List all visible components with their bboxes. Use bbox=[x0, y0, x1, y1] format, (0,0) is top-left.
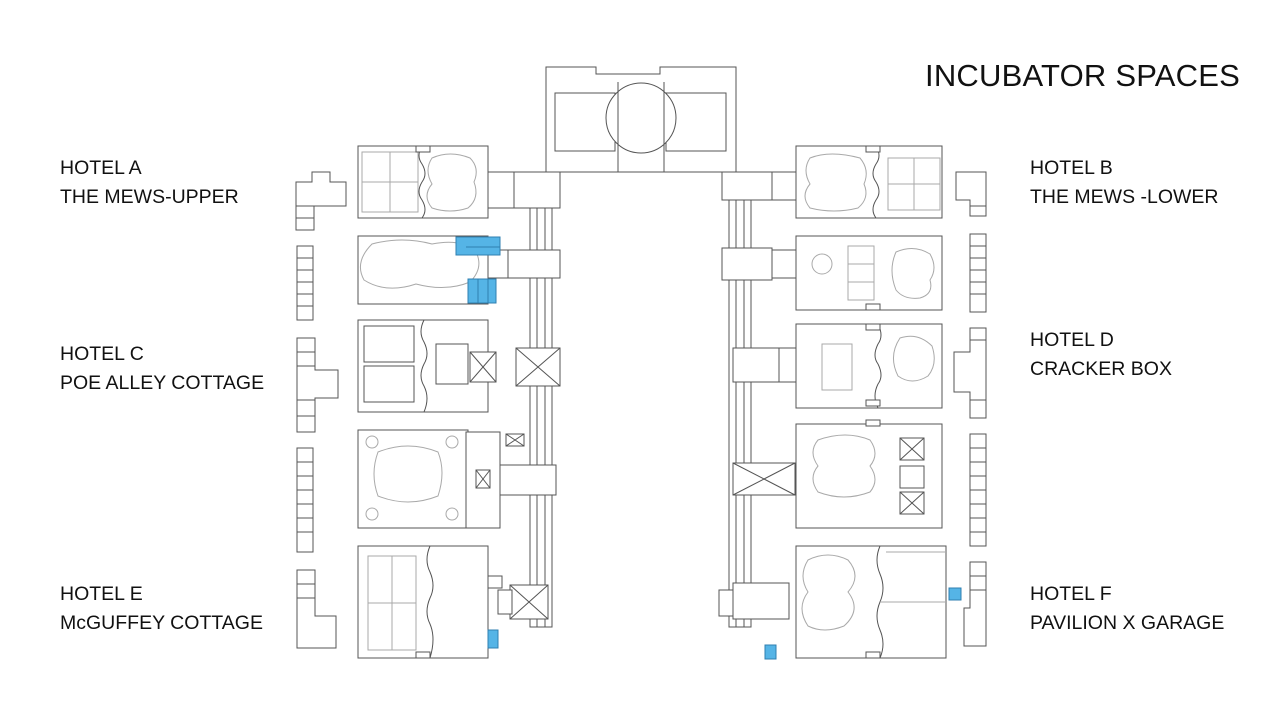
east-dorm-row-2 bbox=[969, 433, 987, 547]
hotel-f-subtitle: PAVILION X GARAGE bbox=[1030, 612, 1225, 634]
pavilion-garden-4-west bbox=[357, 429, 525, 529]
hotel-e-building bbox=[296, 569, 337, 649]
incubator-space-hotel-f-garage bbox=[948, 587, 962, 601]
hotel-c-name: HOTEL C bbox=[60, 343, 144, 365]
hotel-d-label: HOTEL D CRACKER BOX bbox=[1030, 326, 1172, 384]
hotel-a-name: HOTEL A bbox=[60, 157, 142, 179]
hotel-e-label: HOTEL E McGUFFEY COTTAGE bbox=[60, 580, 263, 638]
hotel-e-subtitle: McGUFFEY COTTAGE bbox=[60, 612, 263, 634]
hotel-a-building bbox=[295, 171, 347, 231]
hotel-a-subtitle: THE MEWS-UPPER bbox=[60, 186, 239, 208]
hotel-c-garden bbox=[357, 319, 497, 413]
pavilion-garden-4-east bbox=[795, 419, 943, 529]
hotel-b-label: HOTEL B THE MEWS -LOWER bbox=[1030, 154, 1219, 212]
hotel-b-name: HOTEL B bbox=[1030, 157, 1113, 179]
hotel-b-garden bbox=[771, 145, 943, 219]
hotel-f-name: HOTEL F bbox=[1030, 583, 1112, 605]
west-colonnade bbox=[499, 171, 561, 628]
hotel-a-label: HOTEL A THE MEWS-UPPER bbox=[60, 154, 239, 212]
east-colonnade bbox=[718, 171, 796, 628]
east-dorm-row-1 bbox=[969, 233, 987, 313]
hotel-b-subtitle: THE MEWS -LOWER bbox=[1030, 186, 1219, 208]
hotel-a-garden bbox=[357, 145, 515, 219]
hotel-c-subtitle: POE ALLEY COTTAGE bbox=[60, 372, 265, 394]
hotel-d-subtitle: CRACKER BOX bbox=[1030, 358, 1172, 380]
hotel-d-garden bbox=[778, 323, 943, 409]
incubator-space-hotel-e bbox=[487, 629, 499, 649]
incubator-space-hotel-f-pavilion bbox=[764, 644, 777, 660]
hotel-e-garden bbox=[357, 545, 513, 659]
pavilion-garden-2-east bbox=[771, 235, 943, 311]
hotel-f-building bbox=[963, 561, 987, 647]
incubator-space-hotel-a-lower bbox=[467, 278, 497, 304]
incubator-space-hotel-a-upper bbox=[455, 236, 501, 256]
hotel-d-building bbox=[953, 327, 987, 419]
hotel-d-name: HOTEL D bbox=[1030, 329, 1114, 351]
west-dorm-row-1 bbox=[296, 245, 314, 321]
hotel-e-name: HOTEL E bbox=[60, 583, 143, 605]
hotel-f-label: HOTEL F PAVILION X GARAGE bbox=[1030, 580, 1224, 638]
diagram-title: INCUBATOR SPACES bbox=[925, 58, 1240, 93]
hotel-c-building bbox=[296, 337, 339, 433]
hotel-f-garden bbox=[795, 545, 947, 659]
hotel-c-label: HOTEL C POE ALLEY COTTAGE bbox=[60, 340, 264, 398]
hotel-b-building bbox=[955, 171, 987, 217]
west-dorm-row-2 bbox=[296, 447, 314, 553]
rotunda bbox=[545, 66, 737, 173]
